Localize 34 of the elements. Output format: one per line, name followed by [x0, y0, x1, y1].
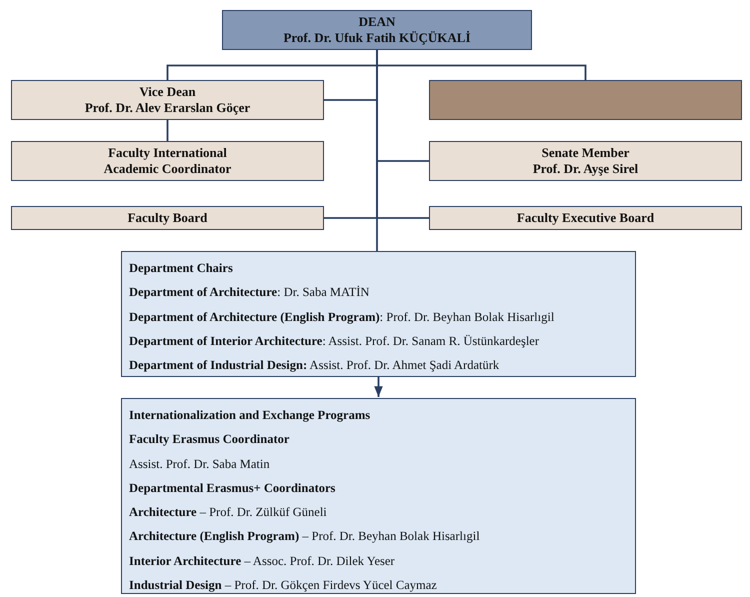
arrow: [374, 377, 383, 397]
department-chairs-panel: [121, 251, 636, 377]
coordinators-panel: [121, 398, 636, 594]
list-line: Departmental Erasmus+ Coordinators: [129, 480, 336, 496]
person-name: Prof. Dr. Ayşe Sirel: [532, 161, 638, 177]
board-box: [429, 206, 742, 230]
position-box: [429, 141, 742, 181]
list-line: Faculty Erasmus Coordinator: [129, 431, 290, 448]
role-title: Vice Dean: [139, 84, 196, 100]
person-name: Faculty Board: [128, 210, 208, 226]
list-line: Department of Architecture: Dr. Saba MATİN: [129, 284, 370, 300]
list-line: Industrial Design – Prof. Dr. Gökçen Firdevs Yücel Caymaz: [129, 577, 437, 594]
person-name: Faculty Executive Board: [516, 210, 654, 226]
list-line: Architecture (English Program) – Prof. Dr. Beyhan Bolak Hisarlıgil: [129, 528, 480, 544]
role-title: DEAN: [358, 14, 396, 30]
list-line: Assist. Prof. Dr. Saba Matin: [129, 456, 270, 472]
dean-box: [222, 10, 532, 50]
list-line: Internationalization and Exchange Programs: [129, 407, 370, 423]
role-title: Senate Member: [542, 145, 630, 161]
board-box: [11, 206, 324, 230]
person-name: Prof. Dr. Ufuk Fatih KÜÇÜKALİ: [283, 30, 471, 46]
list-line: Interior Architecture – Assoc. Prof. Dr. Dilek Yeser: [129, 552, 395, 569]
box: [429, 80, 742, 120]
position-box: [11, 141, 324, 181]
list-line: Architecture – Prof. Dr. Zülküf Güneli: [129, 504, 327, 520]
connector-line: [166, 120, 168, 141]
connector-line: [376, 50, 378, 251]
list-line: Department Chairs: [129, 260, 233, 276]
list-line: Department of Interior Architecture: Assist. Prof. Dr. Sanam R. Üstünkardeşler: [129, 332, 540, 349]
list-line: Department of Architecture (English Program): Prof. Dr. Beyhan Bolak Hisarlıgil: [129, 308, 554, 325]
list-line: Department of Industrial Design: Assist. Prof. Dr. Ahmet Şadi Ardatürk: [129, 357, 500, 374]
position-box: [11, 80, 324, 120]
person-name: Faculty International Academic Coordinator: [102, 145, 232, 177]
person-name: Prof. Dr. Alev Erarslan Göçer: [84, 100, 250, 116]
